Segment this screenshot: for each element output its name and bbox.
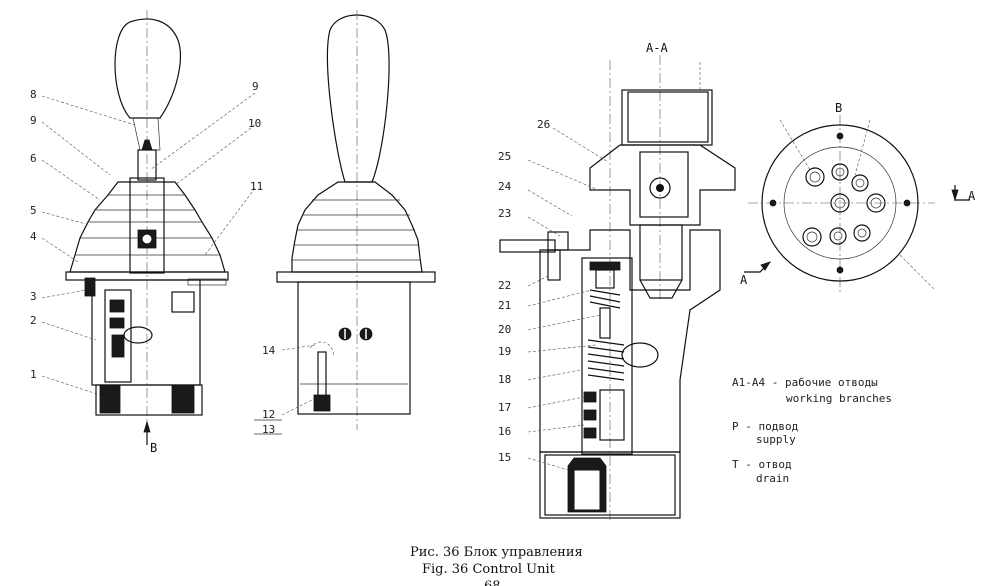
callout-26: 26 <box>537 118 550 131</box>
left-section-view <box>65 10 229 445</box>
callout-9: 9 <box>30 114 37 127</box>
caption-ru: Рис. 36 Блок управления <box>410 545 583 560</box>
view-b-title: B <box>835 101 842 115</box>
callout-19: 19 <box>498 345 511 358</box>
callout-12: 12 <box>262 408 275 421</box>
callout-13: 13 <box>262 423 275 436</box>
callout-23: 23 <box>498 207 511 220</box>
section-leaders <box>527 60 701 471</box>
callout-3: 3 <box>30 290 37 303</box>
section-arrow-a-left: A <box>740 273 748 287</box>
left-callout-labels: 8 9 6 5 4 3 2 1 9 10 11 B <box>30 80 263 455</box>
callout-5: 5 <box>30 204 37 217</box>
legend-t-ru: T - отвод <box>732 458 792 471</box>
middle-exterior-view <box>276 10 436 430</box>
callout-16: 16 <box>498 425 511 438</box>
left-leaders <box>41 92 256 396</box>
legend-a1-a4-en: working branches <box>786 392 892 405</box>
view-b-arrow-label: B <box>150 441 157 455</box>
section-arrow-a-right: A <box>968 189 976 203</box>
callout-10: 10 <box>248 117 261 130</box>
port-holes <box>802 163 886 247</box>
caption-en: Fig. 36 Control Unit <box>422 562 556 577</box>
callout-1: 1 <box>30 368 37 381</box>
callout-2: 2 <box>30 314 37 327</box>
view-b-circle <box>744 115 970 295</box>
callout-20: 20 <box>498 323 511 336</box>
legend-p-ru: P - подвод <box>732 420 799 433</box>
callout-15: 15 <box>498 451 511 464</box>
callout-4: 4 <box>30 230 37 243</box>
callout-25: 25 <box>498 150 511 163</box>
port-legend: A1-A4 - рабочие отводы working branches … <box>732 376 892 485</box>
callout-24: 24 <box>498 180 512 193</box>
section-callout-labels: 26 25 24 23 22 21 20 19 18 17 16 15 A-A <box>498 41 668 464</box>
figure-caption: Рис. 36 Блок управления Fig. 36 Control … <box>410 545 583 586</box>
view-b-labels: B A A <box>740 101 976 287</box>
callout-9-upper: 9 <box>252 80 259 93</box>
callout-17: 17 <box>498 401 511 414</box>
callout-11: 11 <box>250 180 263 193</box>
page-number: 68 <box>484 579 501 586</box>
middle-leaders <box>254 344 316 435</box>
section-a-a-view <box>499 55 736 520</box>
section-a-a-title: A-A <box>646 41 668 55</box>
middle-callout-labels: 14 12 13 <box>262 344 276 436</box>
callout-14: 14 <box>262 344 276 357</box>
callout-8: 8 <box>30 88 37 101</box>
callout-21: 21 <box>498 299 511 312</box>
legend-p-en: supply <box>756 433 796 446</box>
callout-6: 6 <box>30 152 37 165</box>
callout-18: 18 <box>498 373 511 386</box>
callout-22: 22 <box>498 279 511 292</box>
legend-a1-a4-ru: A1-A4 - рабочие отводы <box>732 376 878 389</box>
legend-t-en: drain <box>756 472 789 485</box>
